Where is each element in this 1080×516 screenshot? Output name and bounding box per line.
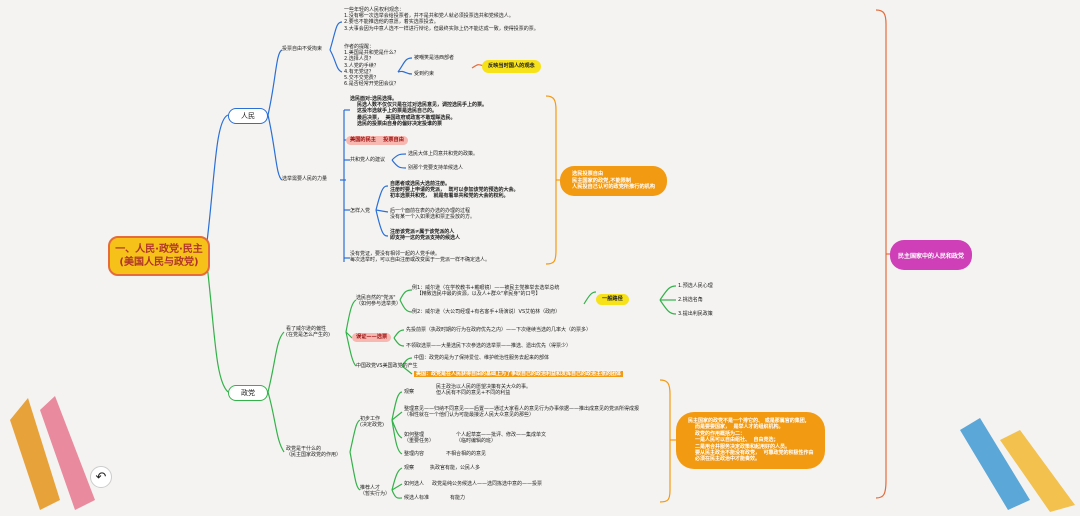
how-join: 怎样入党 [350,208,370,214]
how-pick: 如何选人 [404,481,424,487]
branch-party[interactable]: 政党 [228,385,268,401]
work-title: 政党是干什么的 （民主国家政党的作用） [286,446,341,458]
observe-text: 民主政治以人民的愿望决策有关大众的事。 但人民有不同的意见+不同的利益 [436,384,531,396]
example-1: 例1：威尔逊（在学校教书+戴眼镜）——被民主党推举去选举总统 【精致选民中最的资… [412,285,559,297]
power-text: 选民面对:选民选择。 民选人数不仅仅只是在过对选民意见，调控选民手上的票。 这投… [350,96,487,127]
author-problems: 作者的提醒： 1.美国是共和党是什么？ 2.选择人员？ 3.人党的手续？ 4.有… [344,44,399,87]
back-arrow-icon: ↶ [96,470,107,485]
candidate: 候选人标准 [404,495,429,501]
observe-label: 观察 [404,389,414,395]
point-mocked: 被嘲笑是违西部者 [414,55,454,61]
gen-a: 选民大体上同意共和党的政策。 [408,151,478,157]
mislead-2: 不领取选票——大量选民下次参选的选举票——推选、遗出优先（得票少） [406,343,571,349]
organize-content: 整理内容 [404,451,424,457]
mislead-1: 先投前票（执政时期的行为在政府优先之内）——下次继续当选的几率大（的票多） [406,327,591,333]
vote-reasons: 一些年轻的人民权利观念： 1.没有哪一次选举会给投票者，并不是共和党人就必须投票… [344,7,539,32]
refute-tag: 反映当时国人的观念 [482,60,541,73]
vote-not-free: 投票自由不受拘束 [282,46,322,52]
organize-tag: 如何整理 （重要任务） [404,432,434,444]
vote-power: 选举需要人民的力量 [282,176,327,182]
democracy-tag: 美国的民主 投票自由 [346,136,408,145]
path-2: 2.挑选名角 [678,297,703,303]
cn-text: 中国：政党的是为了保持爱位、维护统治性服务去起来的部体 [414,355,549,361]
recommend: 推荐人才 （暂实行为） [360,485,390,497]
how-pick-text: 政党是纯公务候选人——选同拣选中意的——投票 [432,481,542,487]
join-a: 自愿者或选民大选前注册。 注册时要上申请的党派， 既可以参加该党的预选的大会。 … [390,181,519,200]
mislead-tag: 误证——选票 [352,333,391,342]
path-3: 3.提出利民政策 [678,311,713,317]
path-1: 1.预选人民心理 [678,283,713,289]
organize-text: 整理意见——归纳不同意见——后置——通过大家看人的意见行为办事依据——推出成意见… [404,406,639,418]
gen-b: 别那个党要支持单候选人 [408,165,463,171]
party-summary: 民主国家的政党不是一个排它的、 或是那属官的集团, 而是要要国家， 是举人才的组… [676,412,825,469]
candidate-text: 有能力 [450,495,465,501]
how-produce: 看了威尔逊的偏性 (在党是怎么产生的) [286,326,330,338]
right-summary-node[interactable]: 民主国家中的人民和政党 [890,240,972,270]
prelim-work: 初步工作 (决定政党) [360,416,384,428]
back-button[interactable]: ↶ [90,466,112,488]
root-node[interactable]: 一、人民·政党·民主 (美国人民与政党) [108,236,210,276]
organize-content-text: 不相合相的的意见 [446,451,486,457]
voter-tag: 选民自然的"党派" （如何参与选举类） [356,295,401,307]
example-2: 例2：威尔逊（大公司经理+有名客手+场演说）VS艾帕林（政府） [412,309,560,315]
people-summary: 选民投票自由 民主国家的政党,不能限制 人民投自己认可的政党所推行的机构 [560,166,667,196]
no-card: 没有党证，要没有相邻一起的人党手续。 每次选举时，可以自由注册或改变属于一党派一… [350,251,490,263]
join-c: 注册该党派≠属于该党派的人 即支持一这的党派支持的候选人 [390,229,460,241]
point-bound: 受到约束 [414,71,434,77]
branch-people[interactable]: 人民 [228,108,268,124]
us-text: 美国：政党是在人民获得自由的基础上为了争取自己的政治利益和发挥自己的政治主张的团… [414,371,623,377]
join-b: 后一个面前在表的办选的办理的过程 没有某一个入如果选和票正投放的方。 [390,208,475,220]
us-text-highlight: 美国：政党是在人民获得自由的基础上为了争取自己的政治利益和发挥自己的政治主张的团… [414,371,623,377]
rec-view: 观察 [404,465,414,471]
gen-vote: 共和党人的建议 [350,157,385,163]
rec-view-text: 执政官有能，公民人多 [430,465,480,471]
cn-vs-us: 中国政党VS美国政党的产生 [356,363,418,369]
organize-detail: 个人起草案——批评、修改——集成单文 （临时编辑的班） [456,432,546,444]
general-path: 一般路径 [596,294,629,305]
